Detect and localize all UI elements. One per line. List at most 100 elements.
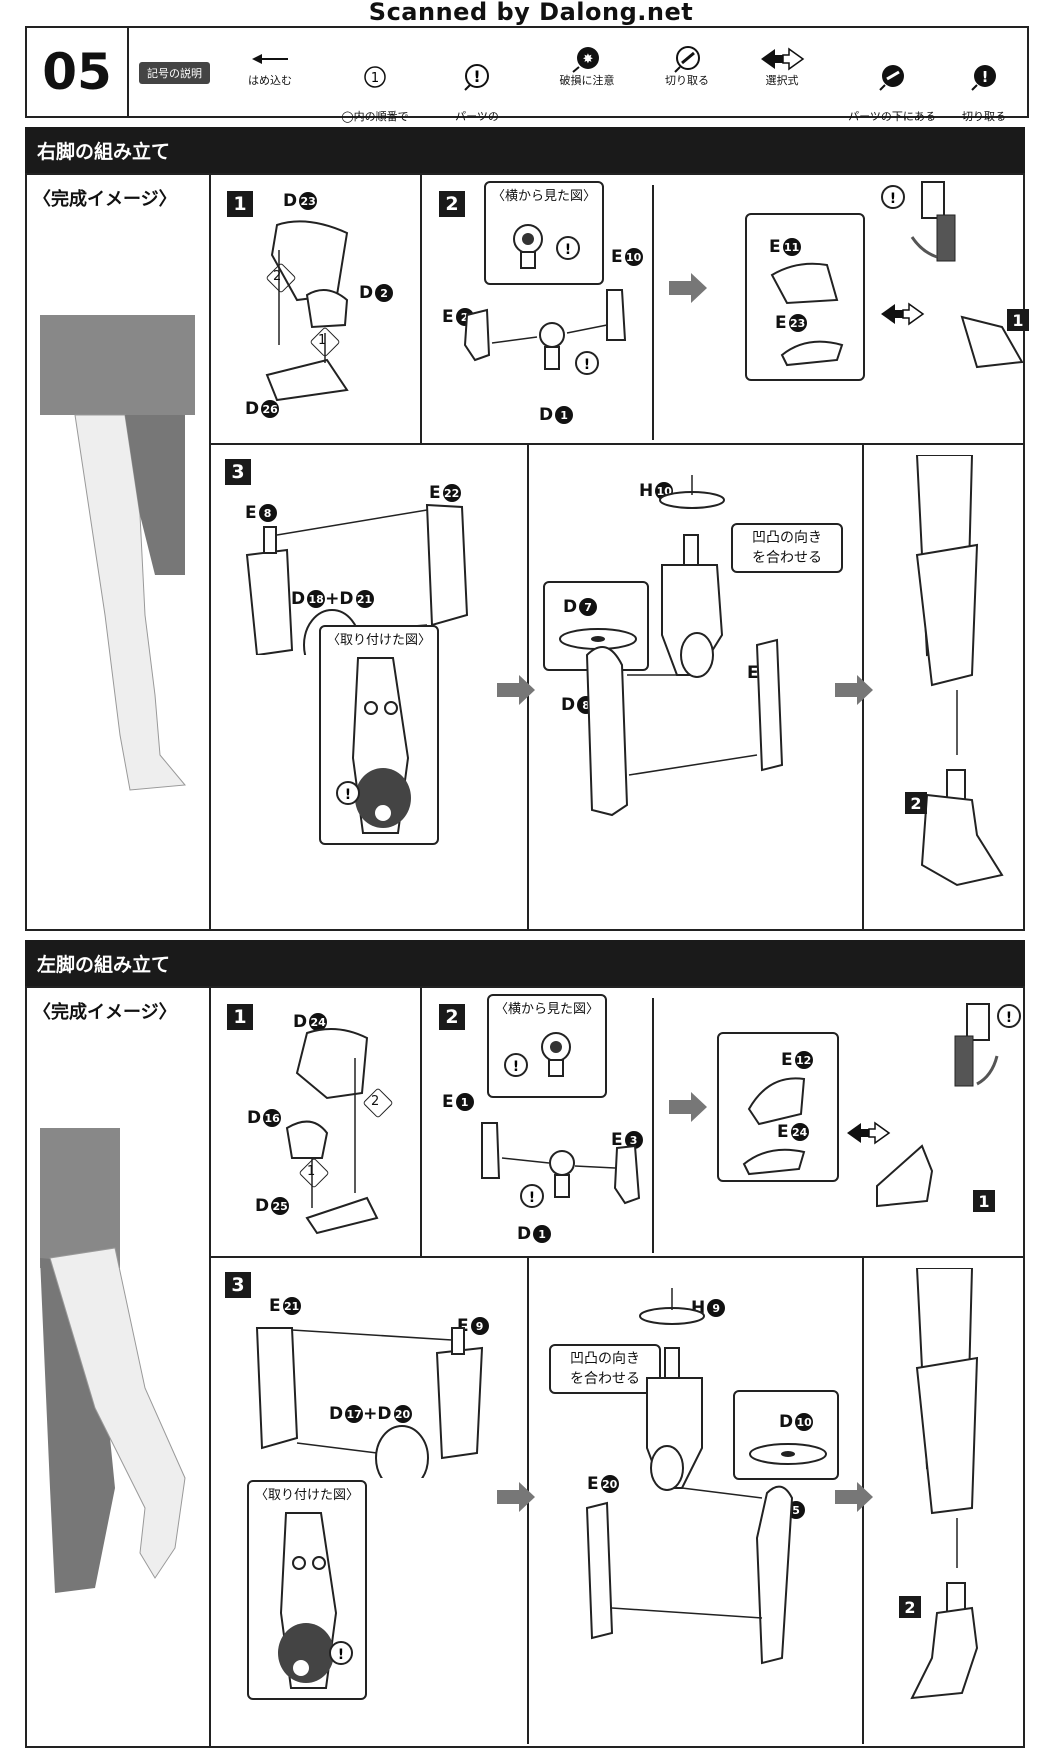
step1-diagram <box>265 220 349 402</box>
legend-item-break: ✸ 破損に注意 <box>532 46 642 90</box>
svg-text:!: ! <box>1006 1010 1012 1026</box>
order-marker: 2 <box>371 1094 380 1109</box>
next-arrow-icon <box>669 273 707 303</box>
side-view-label: 〈横から見た図〉 <box>491 189 596 204</box>
legend-label: 切り取る <box>665 74 709 87</box>
legend-label: 破損に注意 <box>559 74 615 87</box>
legend-label: 選択式 <box>765 74 799 87</box>
order-marker: 2 <box>273 269 282 284</box>
svg-text:✸: ✸ <box>583 52 594 67</box>
choice-arrows-icon <box>847 1121 891 1145</box>
svg-text:!: ! <box>584 357 590 373</box>
cut-icon <box>632 46 742 73</box>
symbol-legend: 05 記号の説明 はめ込む 1 ◯内の順番で 組み立てる ! パーツの 向きに注… <box>25 26 1029 141</box>
choice-arrows-icon <box>881 302 925 326</box>
step3-result-leg <box>915 455 1004 887</box>
next-arrow-icon <box>835 1482 873 1512</box>
next-arrow-icon <box>835 675 873 705</box>
attached-view-box: 〈取り付けた図〉 ! <box>247 1480 367 1700</box>
step1-diagram <box>285 1028 379 1235</box>
step-number-2: 2 <box>439 191 465 217</box>
step-number-2: 2 <box>439 1004 465 1030</box>
step-number-3: 3 <box>225 459 251 485</box>
ref-number: 1 <box>1007 309 1029 331</box>
svg-text:!: ! <box>890 191 896 207</box>
attached-view-box: 〈取り付けた図〉 ! <box>319 625 439 845</box>
scan-credit: Scanned by Dalong.net <box>368 0 694 26</box>
arrow-left-icon <box>215 46 325 72</box>
svg-text:!: ! <box>345 787 351 803</box>
step3-leg-assembly <box>585 1288 794 1665</box>
svg-text:!: ! <box>338 1647 344 1663</box>
side-view-box: 〈横から見た図〉 ! <box>487 994 607 1098</box>
step3-parts-diagram <box>255 1327 484 1478</box>
attached-view-label: 〈取り付けた図〉 <box>254 1488 359 1503</box>
legend-badge: 記号の説明 <box>139 62 210 84</box>
choice-arrows-icon <box>727 46 837 72</box>
step2-foot-diagram: ! <box>881 181 1024 369</box>
step2-foot-diagram: ! <box>876 1003 1021 1208</box>
svg-text:!: ! <box>513 1059 519 1075</box>
step-number: 05 <box>27 28 129 116</box>
section-title-left-leg: 左脚の組み立て <box>25 940 1025 986</box>
side-view-label: 〈横から見た図〉 <box>494 1002 599 1017</box>
section-title-right-leg: 右脚の組み立て <box>25 127 1025 173</box>
attached-view-label: 〈取り付けた図〉 <box>326 633 431 648</box>
align-note: 凹凸の向きを合わせる <box>549 1344 661 1394</box>
svg-text:1: 1 <box>371 71 379 86</box>
svg-text:!: ! <box>565 242 571 258</box>
side-view-box: 〈横から見た図〉 ! <box>484 181 604 285</box>
step3-result-leg <box>910 1268 979 1700</box>
legend-item-insert: はめ込む <box>215 46 325 90</box>
cut-position-icon: ! <box>939 64 1029 91</box>
legend-item-choice: 選択式 <box>727 46 837 90</box>
step-number-1: 1 <box>227 1004 253 1030</box>
gate-cut-icon <box>832 64 952 91</box>
order-marker: 1 <box>318 333 327 348</box>
order-marker: 1 <box>307 1164 316 1179</box>
step-number-3: 3 <box>225 1272 251 1298</box>
break-warning-icon: ✸ <box>532 46 642 73</box>
left-leg-completed-image <box>40 1128 186 1593</box>
step3-leg-assembly <box>585 475 784 817</box>
circled-number-icon: 1 <box>320 64 430 90</box>
exclamation-icon: ! <box>422 64 532 91</box>
step2-joint-diagram: ! <box>463 289 627 375</box>
step-number-1: 1 <box>227 191 253 217</box>
ref-number: 2 <box>905 792 927 814</box>
completed-image-label: 〈完成イメージ〉 <box>33 189 177 210</box>
step2-joint-diagram: ! <box>481 1122 641 1208</box>
next-arrow-icon <box>669 1092 707 1122</box>
svg-text:!: ! <box>473 67 480 86</box>
ref-number: 2 <box>899 1596 921 1618</box>
completed-image-label: 〈完成イメージ〉 <box>33 1002 177 1023</box>
next-arrow-icon <box>497 675 535 705</box>
svg-text:!: ! <box>529 1190 535 1206</box>
legend-label: はめ込む <box>248 74 292 87</box>
ref-number: 1 <box>973 1190 995 1212</box>
right-leg-completed-image <box>40 315 195 791</box>
align-note: 凹凸の向きを合わせる <box>731 523 843 573</box>
